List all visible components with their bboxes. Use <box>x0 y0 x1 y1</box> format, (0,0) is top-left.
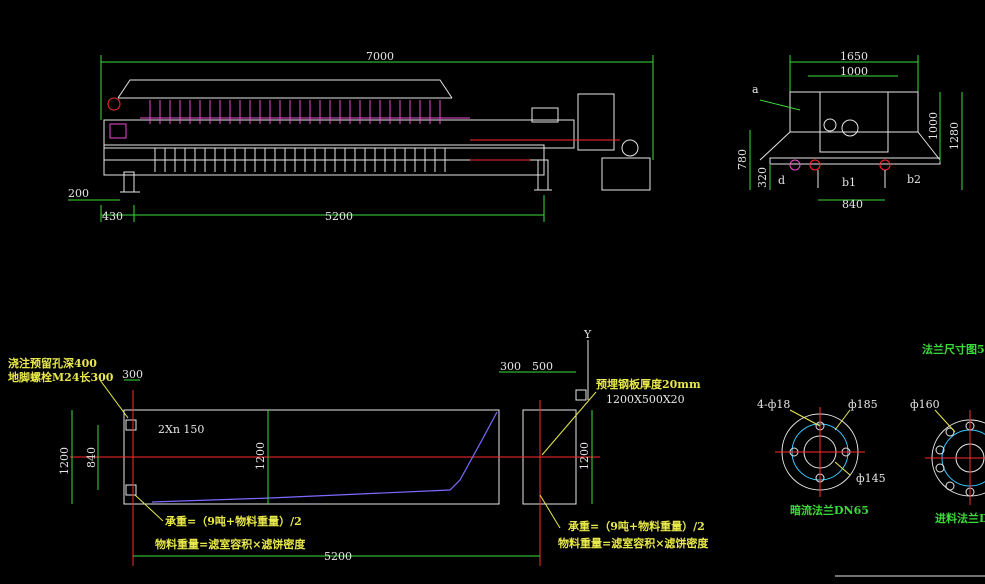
load-note-right-2: 物料重量=滤室容积×滤饼密度 <box>558 536 709 550</box>
bolt-spec: 4-ф18 <box>757 398 790 411</box>
dia-185: ф185 <box>848 398 878 411</box>
dim-1000-right: 1000 <box>927 112 940 140</box>
inlet-flange-label: 进料法兰D <box>935 511 985 525</box>
dim-500: 500 <box>532 360 553 373</box>
dia-145: ф145 <box>856 472 886 485</box>
dim-5200-bottom: 5200 <box>324 550 352 563</box>
label-d: d <box>778 174 785 187</box>
dim-300-right: 300 <box>500 360 521 373</box>
dim-1200-mid: 1200 <box>254 442 267 470</box>
foundation-plan: 浇注预留孔深400 地脚螺栓M24长300 300 2Xn 150 1200 8… <box>8 328 709 566</box>
dim-1200-left: 1200 <box>58 447 71 475</box>
filter-press-front-view: 7000 <box>68 50 654 223</box>
dim-2xn-150: 2Xn 150 <box>158 423 204 436</box>
label-b1: b1 <box>842 176 856 189</box>
load-note-left-2: 物料重量=滤室容积×滤饼密度 <box>155 537 306 551</box>
note-hole-depth: 浇注预留孔深400 <box>8 356 97 370</box>
dim-840-side: 840 <box>842 198 863 211</box>
dim-1650: 1650 <box>840 50 868 63</box>
label-b2: b2 <box>907 173 921 186</box>
dim-1200-right: 1200 <box>578 442 591 470</box>
filter-press-side-view: 1650 1000 a d b1 b2 1000 1280 780 320 84… <box>736 50 963 211</box>
label-a: a <box>752 83 759 96</box>
dim-7000: 7000 <box>366 50 394 63</box>
outlet-flange-label: 暗流法兰DN65 <box>790 503 869 517</box>
load-note-left-1: 承重=（9吨+物料重量）/2 <box>165 514 302 528</box>
flange-title: 法兰尺寸图5 <box>922 342 985 356</box>
plate-thickness-note: 预埋钢板厚度20mm <box>596 377 701 391</box>
dim-430: 430 <box>102 210 123 223</box>
dim-1000-top: 1000 <box>840 65 868 78</box>
note-anchor-bolt: 地脚螺栓M24长300 <box>8 370 114 384</box>
dim-1280: 1280 <box>948 122 961 150</box>
dia-160: ф160 <box>910 398 940 411</box>
load-note-right-1: 承重=（9吨+物料重量）/2 <box>568 519 705 533</box>
dim-300-left: 300 <box>122 368 143 381</box>
dim-200: 200 <box>68 187 89 200</box>
axis-y-label: Y <box>583 328 592 341</box>
dim-780: 780 <box>736 149 749 170</box>
dim-320: 320 <box>756 167 769 188</box>
dim-5200-front: 5200 <box>325 210 353 223</box>
flange-details: 法兰尺寸图5 4-ф18 ф185 ф145 暗流法兰DN65 ф160 进料法… <box>757 342 985 525</box>
plate-size-note: 1200X500X20 <box>606 393 685 406</box>
dim-840-foundation: 840 <box>85 447 98 468</box>
